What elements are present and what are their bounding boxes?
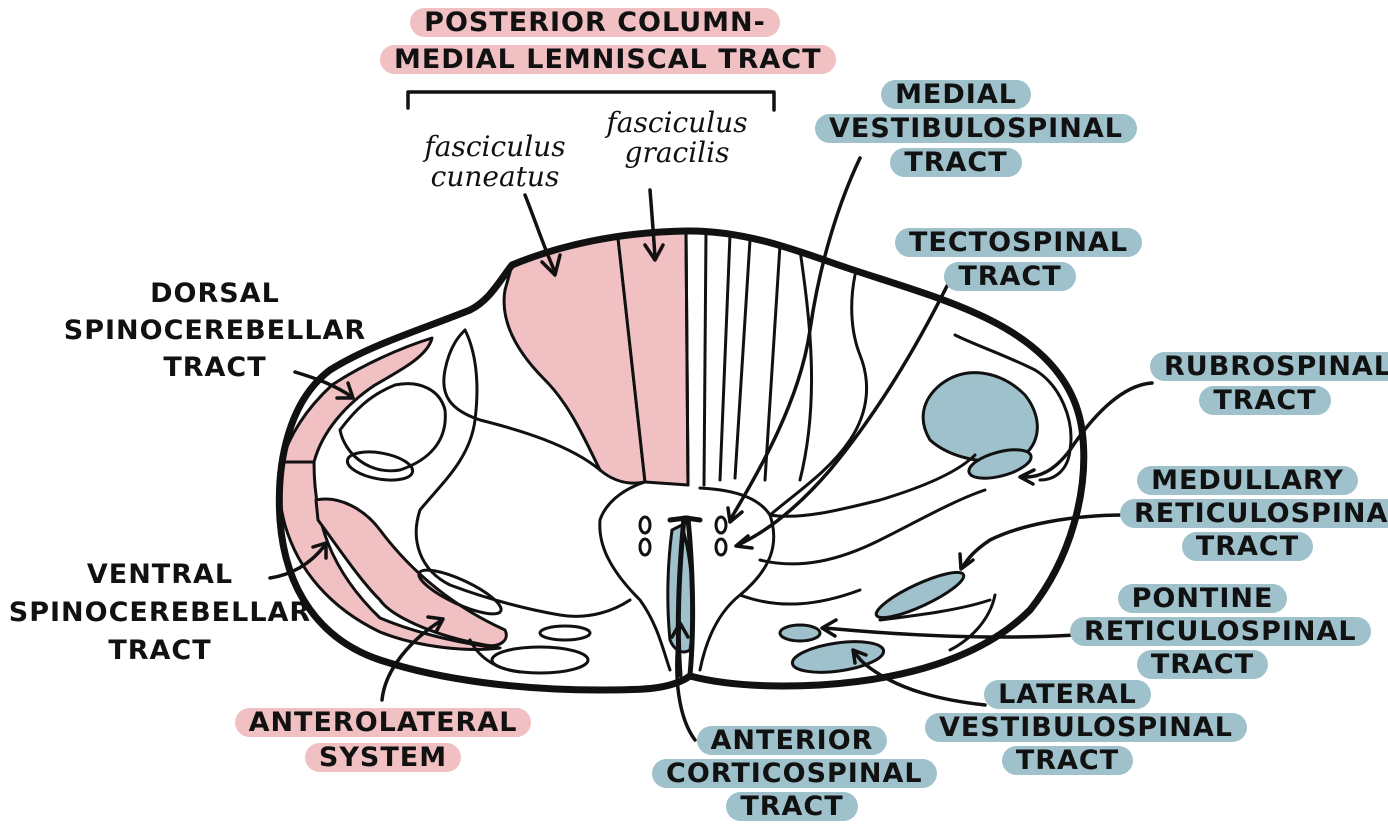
posterior-septum [686,231,750,485]
medial-vestibulospinal-line-3: TRACT [890,148,1021,177]
dorsal-spinocerebellar-line-1: DORSAL [40,275,390,312]
gracilis-arrow [645,190,663,260]
lateral-vestibulospinal-line-1: LATERAL [984,680,1151,709]
lateral-vestibulospinal-line-2: VESTIBULOSPINAL [925,713,1247,742]
pontine-reticulospinal-line-3: TRACT [1137,650,1268,679]
medullary-reticulospinal-line-2: RETICULOSPINAL [1120,499,1388,528]
anterior-corticospinal-line-3: TRACT [726,792,857,821]
ventral-spinocerebellar-line-2: SPINOCEREBELLAR [0,594,320,632]
medullary-reticulospinal-label: MEDULLARY RETICULOSPINAL TRACT [1120,466,1375,561]
medial-vestibulospinal-arrow [728,158,860,522]
medullary-reticulospinal-line-1: MEDULLARY [1137,466,1358,495]
anterolateral-line-2: SYSTEM [305,743,461,772]
pontine-reticulospinal-line-1: PONTINE [1118,584,1288,613]
rubrospinal-label: RUBROSPINAL TRACT [1150,352,1380,415]
medial-vestibulospinal-line-1: MEDIAL [881,80,1031,109]
fasciculus-gracilis-line-1: fasciculus [592,108,762,138]
anterior-corticospinal-line-2: CORTICOSPINAL [652,759,937,788]
ventral-spinocerebellar-line-3: TRACT [0,632,320,670]
left-ventral-oval-2 [540,626,590,640]
ventral-spinocerebellar-label: VENTRAL SPINOCEREBELLAR TRACT [0,556,320,670]
fasciculus-cuneatus-line-1: fasciculus [410,132,580,162]
dorsal-spinocerebellar-line-2: SPINOCEREBELLAR [40,312,390,349]
pontine-reticulospinal-label: PONTINE RETICULOSPINAL TRACT [1070,584,1335,679]
posterior-column-line-2: MEDIAL LEMNISCAL TRACT [380,45,836,74]
left-small-oval [345,447,415,484]
pontine-reticulospinal-line-2: RETICULOSPINAL [1070,617,1371,646]
pontine-reticulospinal-region [780,625,820,641]
medullary-reticulospinal-arrow [960,515,1125,569]
tectospinal-label: TECTOSPINAL TRACT [895,228,1125,291]
fasciculus-cuneatus-label: fasciculus cuneatus [410,132,580,192]
tectospinal-line-2: TRACT [944,262,1075,291]
tectospinal-line-1: TECTOSPINAL [895,228,1142,257]
central-canal-left-2 [640,539,650,555]
anterolateral-line-1: ANTEROLATERAL [235,708,532,737]
rubrospinal-region [923,373,1037,462]
anterolateral-system-label: ANTEROLATERAL SYSTEM [228,708,538,772]
pontine-reticulospinal-arrow [822,620,1075,637]
posterior-column-label: POSTERIOR COLUMN- MEDIAL LEMNISCAL TRACT [380,8,810,74]
medial-vestibulospinal-label: MEDIAL VESTIBULOSPINAL TRACT [815,80,1097,177]
dorsal-spinocerebellar-line-3: TRACT [40,349,390,386]
posterior-column-line-1: POSTERIOR COLUMN- [410,8,780,37]
anterior-corticospinal-label: ANTERIOR CORTICOSPINAL TRACT [652,726,932,821]
central-canal-left [640,517,650,533]
fasciculus-gracilis-line-2: gracilis [592,138,762,168]
rubrospinal-line-1: RUBROSPINAL [1150,352,1388,381]
fasciculus-gracilis-label: fasciculus gracilis [592,108,762,168]
rubrospinal-line-2: TRACT [1199,386,1330,415]
medullary-reticulospinal-line-3: TRACT [1182,532,1313,561]
dorsal-spinocerebellar-label: DORSAL SPINOCEREBELLAR TRACT [40,275,390,386]
medial-vestibulospinal-line-2: VESTIBULOSPINAL [815,114,1137,143]
anterolateral-system-region [316,499,506,646]
lateral-vestibulospinal-line-3: TRACT [1002,746,1133,775]
central-canal-right-2 [716,539,726,555]
anterior-corticospinal-line-1: ANTERIOR [697,726,888,755]
lateral-vestibulospinal-label: LATERAL VESTIBULOSPINAL TRACT [925,680,1210,775]
fasciculus-cuneatus-line-2: cuneatus [410,162,580,192]
ventral-spinocerebellar-line-1: VENTRAL [0,556,320,594]
lateral-vestibulospinal-region [790,637,885,678]
central-canal-right [716,517,726,533]
